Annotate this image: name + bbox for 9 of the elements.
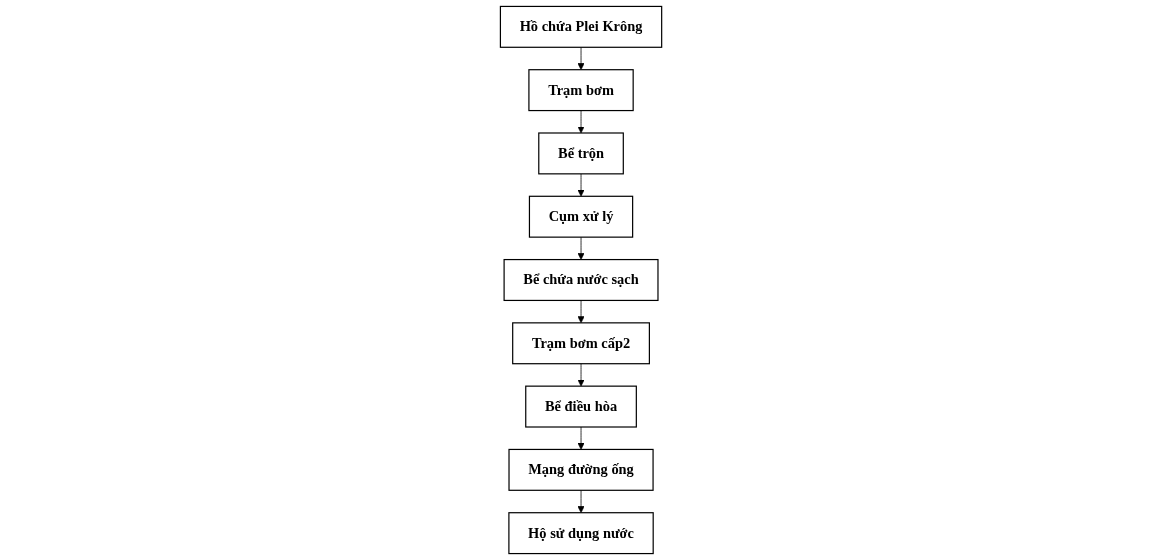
- node-box: Trạm bơm cấp2: [512, 322, 650, 365]
- node-box: Mạng đường ống: [508, 448, 654, 491]
- node-box: Trạm bơm: [528, 69, 634, 112]
- node-box: Cụm xử lý: [528, 195, 634, 238]
- node-box: Hộ sử dụng nước: [508, 512, 654, 555]
- node-box: Bể điều hòa: [525, 385, 637, 428]
- node-box: Hồ chứa Plei Krông: [499, 5, 663, 48]
- node-box: Bể trộn: [538, 132, 624, 175]
- node-box: Bể chứa nước sạch: [503, 258, 659, 302]
